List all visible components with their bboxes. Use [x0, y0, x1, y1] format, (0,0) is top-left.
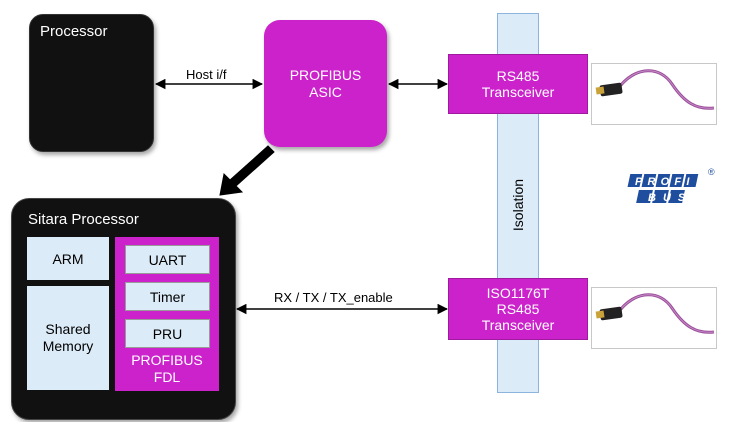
isolation-label-wrap: Isolation	[499, 105, 537, 305]
uart-block: UART	[125, 245, 210, 274]
profibus-logo: PROFI BUS ®	[627, 167, 715, 204]
profibus-fdl-label: PROFIBUS FDL	[131, 352, 203, 385]
migration-arrow-icon	[219, 145, 275, 196]
sitara-processor-title: Sitara Processor	[28, 211, 139, 228]
arm-block: ARM	[27, 237, 109, 280]
isolation-label: Isolation	[510, 178, 526, 232]
host-if-label: Host i/f	[186, 67, 227, 82]
iso1176t-transceiver-block: ISO1176T RS485 Transceiver	[448, 278, 588, 340]
profibus-asic-block: PROFIBUS ASIC	[264, 20, 387, 147]
pru-block: PRU	[125, 319, 210, 348]
svg-text:BUS: BUS	[648, 192, 692, 204]
profibus-cable-image-top	[591, 63, 717, 125]
cable-connector-icon	[595, 293, 715, 334]
profibus-cable-image-bottom	[591, 287, 717, 349]
svg-text:®: ®	[708, 167, 715, 177]
rs485-transceiver-block: RS485 Transceiver	[448, 54, 588, 114]
rx-tx-enable-label: RX / TX / TX_enable	[274, 290, 393, 305]
processor-title: Processor	[40, 23, 108, 40]
svg-text:PROFI: PROFI	[635, 176, 695, 188]
processor-block	[29, 14, 154, 152]
shared-memory-block: Shared Memory	[27, 286, 109, 390]
cable-connector-icon	[595, 69, 715, 110]
timer-block: Timer	[125, 282, 210, 311]
